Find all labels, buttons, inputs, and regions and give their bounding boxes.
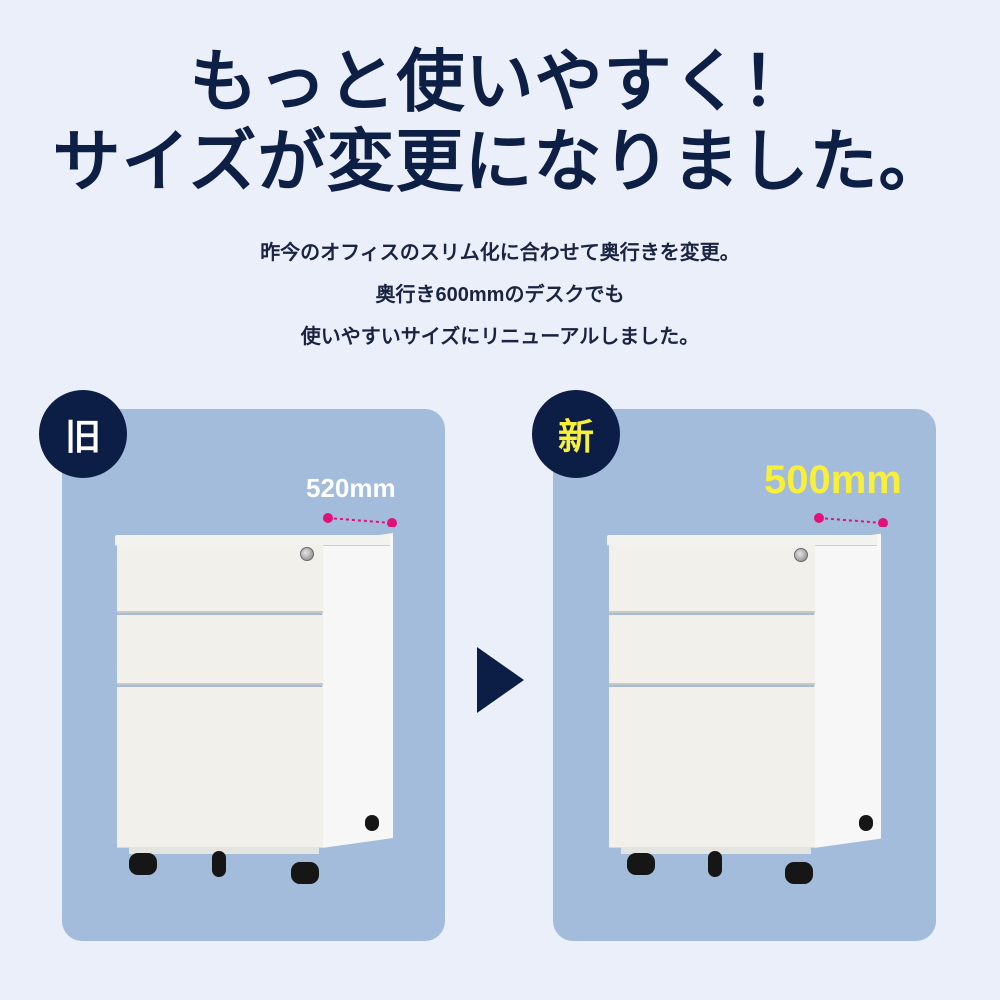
cabinet-side <box>814 533 881 848</box>
lock-icon <box>300 547 314 561</box>
drawer-middle <box>609 615 815 685</box>
subcopy-line-3: 使いやすいサイズにリニューアルしました。 <box>300 326 700 348</box>
subcopy-line-2: 奥行き600mmのデスクでも <box>375 284 625 306</box>
subcopy: 昨今のオフィスのスリム化に合わせて奥行きを変更。 奥行き600mmのデスクでも … <box>0 232 1000 358</box>
drawer-top <box>117 545 323 613</box>
caster-icon <box>859 815 873 831</box>
headline-line-2: サイズが変更になりました。 <box>52 122 948 202</box>
drawer-middle <box>117 615 323 685</box>
new-depth-label: 500mm <box>764 458 902 502</box>
lock-icon <box>794 548 808 562</box>
headline: もっと使いやすく！ サイズが変更になりました。 <box>0 42 1000 202</box>
drawer-bottom <box>609 687 815 848</box>
new-badge: 新 <box>532 390 620 478</box>
cabinet-top <box>607 535 877 545</box>
caster-icon <box>212 851 226 877</box>
depth-marker-icon <box>814 513 888 527</box>
cabinet-side <box>322 533 393 848</box>
drawer-top <box>609 545 815 613</box>
old-depth-label: 520mm <box>306 473 396 503</box>
subcopy-line-1: 昨今のオフィスのスリム化に合わせて奥行きを変更。 <box>260 242 740 264</box>
headline-line-1: もっと使いやすく！ <box>189 42 811 122</box>
caster-icon <box>365 815 379 831</box>
caster-icon <box>291 862 319 884</box>
new-badge-label: 新 <box>557 416 594 457</box>
caster-icon <box>627 853 655 875</box>
cabinet-base <box>621 847 811 854</box>
cabinet-base <box>129 847 319 854</box>
old-badge-label: 旧 <box>64 416 101 457</box>
drawer-bottom <box>117 687 323 848</box>
depth-marker-icon <box>323 513 397 527</box>
caster-icon <box>785 862 813 884</box>
new-cabinet-image <box>607 533 897 890</box>
old-cabinet-image <box>115 533 405 890</box>
caster-icon <box>708 851 722 877</box>
old-badge: 旧 <box>39 390 127 478</box>
cabinet-top <box>115 535 390 545</box>
caster-icon <box>129 853 157 875</box>
right-arrow-icon <box>477 647 524 713</box>
